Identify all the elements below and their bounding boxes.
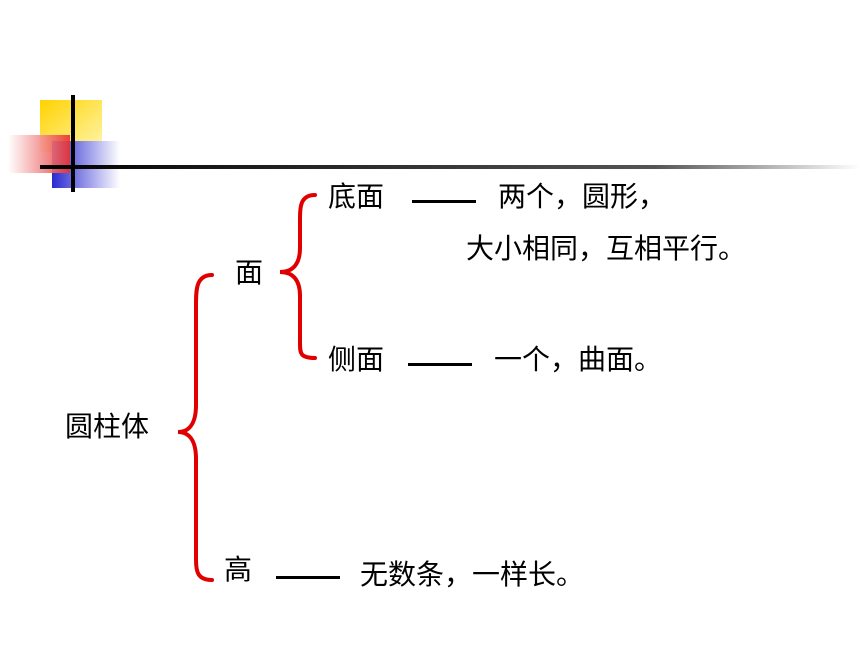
base-face-description-line2: 大小相同，互相平行。 <box>466 232 747 265</box>
height-dash <box>276 576 340 579</box>
root-label-cylinder: 圆柱体 <box>65 410 150 443</box>
base-face-dash <box>412 200 476 203</box>
title-rule-line <box>40 165 860 169</box>
face-label: 面 <box>235 256 264 289</box>
side-face-description: 一个，曲面。 <box>494 343 663 376</box>
base-face-label: 底面 <box>328 180 385 213</box>
slide-corner-decoration <box>8 95 860 192</box>
side-face-dash <box>408 363 472 366</box>
base-face-description-line1: 两个，圆形， <box>498 180 667 213</box>
height-description: 无数条，一样长。 <box>360 558 585 591</box>
side-face-label: 侧面 <box>328 343 385 376</box>
height-label: 高 <box>224 553 253 586</box>
face-brace <box>279 193 317 360</box>
outer-brace <box>177 273 214 582</box>
vertical-rule-line <box>71 95 75 192</box>
